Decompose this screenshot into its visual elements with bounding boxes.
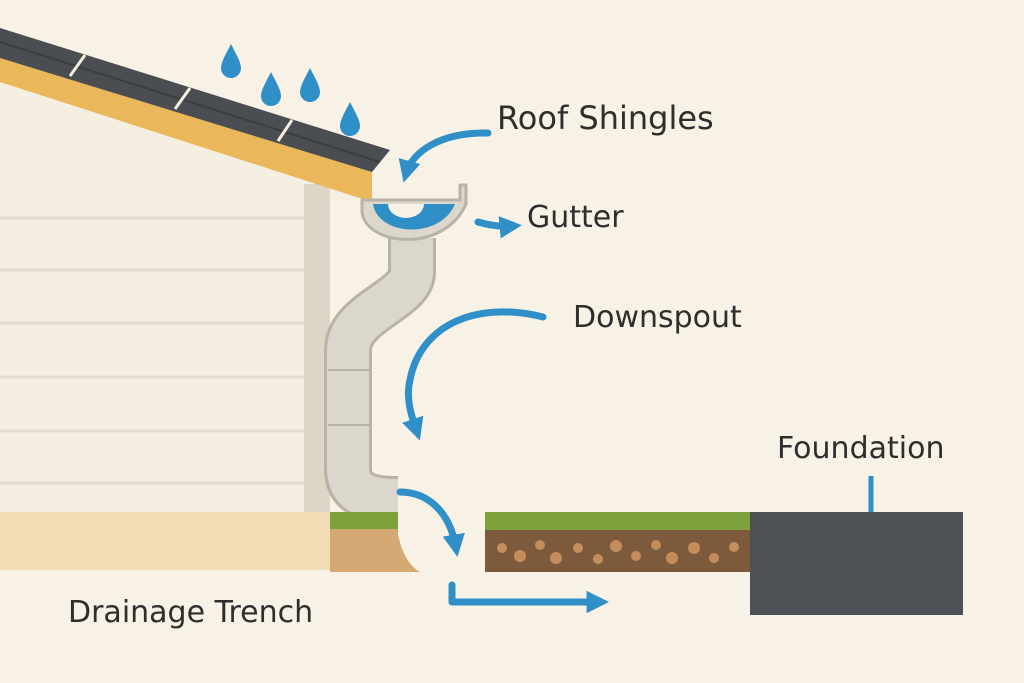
water-splash: [388, 204, 424, 218]
foundation-label: Foundation: [777, 431, 945, 466]
soil-pebbles: [497, 540, 739, 564]
roof-shingles-label: Roof Shingles: [497, 99, 714, 137]
foundation-block: [750, 512, 963, 615]
drainage-arrow-right: [448, 581, 609, 614]
downspout-pipe: [324, 238, 436, 524]
rain-drops: [221, 44, 360, 136]
rain-drop-icon: [340, 102, 360, 136]
rain-drop-icon: [261, 72, 281, 106]
grass-strip-right: [485, 512, 751, 530]
roof-fascia: [0, 50, 372, 202]
gutter: [360, 183, 468, 241]
rain-drop-icon: [221, 44, 241, 78]
drainage-arrow-down: [396, 488, 465, 557]
gutter-arrow: [474, 216, 522, 239]
drainage-trench-label: Drainage Trench: [68, 595, 314, 630]
roof-shingles: [0, 28, 390, 172]
trench-soil: [330, 529, 420, 572]
ground-left: [0, 512, 330, 570]
gutter-label: Gutter: [527, 200, 624, 235]
downspout-label: Downspout: [573, 300, 742, 335]
roof-shingles-arrow: [398, 129, 492, 183]
downspout-arrow: [402, 308, 547, 441]
rain-drop-icon: [300, 68, 320, 102]
grass-strip-left: [330, 512, 398, 529]
